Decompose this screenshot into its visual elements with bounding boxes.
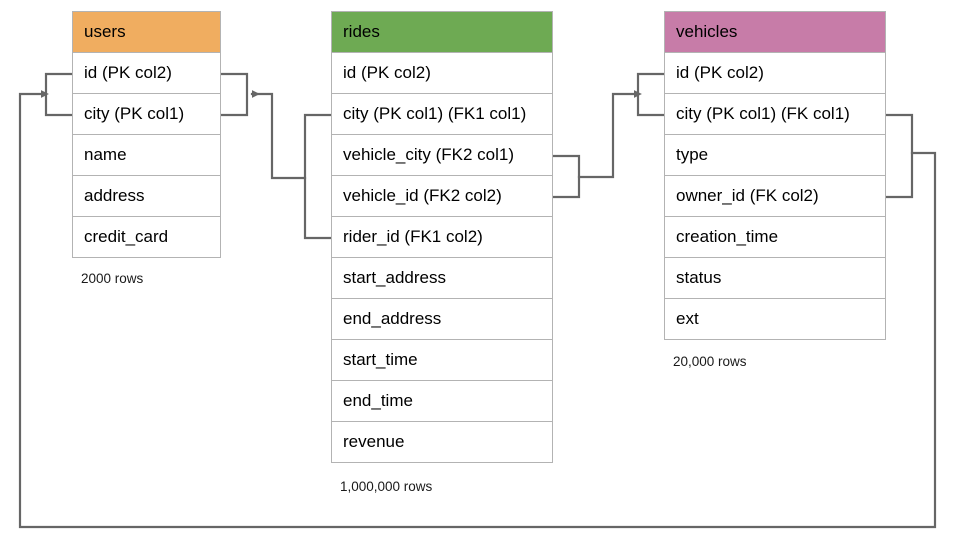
- table-vehicles-column-type[interactable]: type: [664, 135, 886, 176]
- table-rides-column-id[interactable]: id (PK col2): [331, 53, 553, 94]
- table-vehicles-column-ext[interactable]: ext: [664, 299, 886, 340]
- wire-rides-fk2-to-vehicles: [577, 90, 642, 179]
- table-rides-column-revenue[interactable]: revenue: [331, 422, 553, 463]
- column-label: city (PK col1) (FK1 col1): [343, 104, 527, 123]
- wire-rides-right-bracket: [551, 154, 581, 199]
- table-vehicles[interactable]: vehicles id (PK col2) city (PK col1) (FK…: [664, 11, 886, 340]
- column-label: rider_id (FK1 col2): [343, 227, 483, 246]
- table-rides-header: rides: [331, 11, 553, 53]
- wire-rides-fk1-to-users: [250, 90, 307, 180]
- wire-rides-left-bracket: [303, 113, 333, 240]
- table-vehicles-row-count: 20,000 rows: [673, 354, 747, 369]
- column-label: vehicle_id (FK2 col2): [343, 186, 502, 205]
- table-users-column-city[interactable]: city (PK col1): [72, 94, 221, 135]
- table-users-row-count: 2000 rows: [81, 271, 144, 286]
- table-rides-column-vehicle_city[interactable]: vehicle_city (FK2 col1): [331, 135, 553, 176]
- table-rides[interactable]: rides id (PK col2) city (PK col1) (FK1 c…: [331, 11, 553, 463]
- table-vehicles-column-owner_id[interactable]: owner_id (FK col2): [664, 176, 886, 217]
- wire-vehicles-right-bracket: [884, 113, 914, 199]
- column-label: name: [84, 145, 127, 164]
- wire-users-right-bracket: [219, 72, 249, 117]
- column-label: type: [676, 145, 709, 164]
- column-label: id (PK col2): [84, 63, 172, 82]
- table-rides-column-vehicle_id[interactable]: vehicle_id (FK2 col2): [331, 176, 553, 217]
- column-label: revenue: [343, 432, 405, 451]
- table-rides-row-count: 1,000,000 rows: [340, 479, 433, 494]
- wire-vehicles-left-bracket: [636, 72, 666, 117]
- table-users-title: users: [84, 22, 126, 41]
- table-rides-column-start_address[interactable]: start_address: [331, 258, 553, 299]
- table-users-header: users: [72, 11, 221, 53]
- table-rides-column-rider_id[interactable]: rider_id (FK1 col2): [331, 217, 553, 258]
- column-label: start_time: [343, 350, 418, 369]
- column-label: creation_time: [676, 227, 779, 246]
- table-vehicles-header: vehicles: [664, 11, 886, 53]
- column-label: id (PK col2): [343, 63, 431, 82]
- column-label: owner_id (FK col2): [676, 186, 819, 205]
- column-label: city (PK col1) (FK col1): [676, 104, 850, 123]
- column-label: start_address: [343, 268, 446, 287]
- table-users[interactable]: users id (PK col2) city (PK col1) name a…: [72, 11, 221, 258]
- table-vehicles-column-creation_time[interactable]: creation_time: [664, 217, 886, 258]
- column-label: city (PK col1): [84, 104, 185, 123]
- column-label: id (PK col2): [676, 63, 764, 82]
- table-vehicles-column-status[interactable]: status: [664, 258, 886, 299]
- column-label: end_address: [343, 309, 442, 328]
- table-rides-title: rides: [343, 22, 380, 41]
- column-label: ext: [676, 309, 699, 328]
- table-rides-column-start_time[interactable]: start_time: [331, 340, 553, 381]
- table-vehicles-title: vehicles: [676, 22, 738, 41]
- column-label: credit_card: [84, 227, 169, 246]
- column-label: status: [676, 268, 722, 287]
- column-label: vehicle_city (FK2 col1): [343, 145, 515, 164]
- table-users-column-credit_card[interactable]: credit_card: [72, 217, 221, 258]
- table-rides-column-end_time[interactable]: end_time: [331, 381, 553, 422]
- table-users-column-address[interactable]: address: [72, 176, 221, 217]
- wire-users-left-bracket: [44, 72, 74, 117]
- table-rides-column-end_address[interactable]: end_address: [331, 299, 553, 340]
- column-label: address: [84, 186, 145, 205]
- column-label: end_time: [343, 391, 413, 410]
- table-rides-column-city[interactable]: city (PK col1) (FK1 col1): [331, 94, 553, 135]
- table-vehicles-column-id[interactable]: id (PK col2): [664, 53, 886, 94]
- table-users-column-name[interactable]: name: [72, 135, 221, 176]
- table-vehicles-column-city[interactable]: city (PK col1) (FK col1): [664, 94, 886, 135]
- table-users-column-id[interactable]: id (PK col2): [72, 53, 221, 94]
